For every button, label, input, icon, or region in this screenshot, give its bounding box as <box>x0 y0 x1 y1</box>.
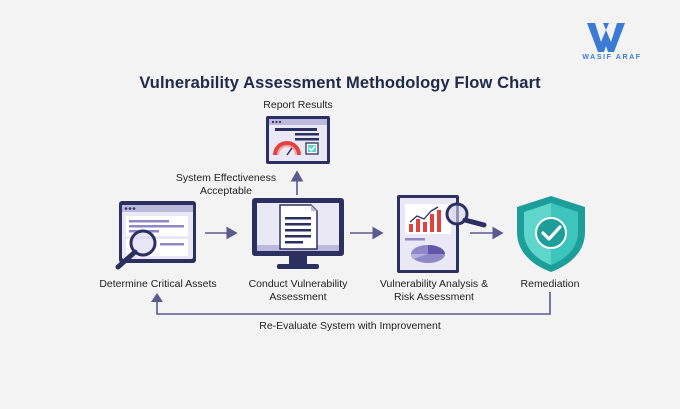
edge-label-effectiveness: System Effectiveness Acceptable <box>166 172 286 198</box>
w-logo-icon <box>587 23 625 52</box>
loop-arrowhead <box>151 293 163 302</box>
node-label-determine: Determine Critical Assets <box>99 278 217 290</box>
brand-name: WASIF ARAF <box>582 54 642 61</box>
loop-line <box>156 292 551 315</box>
node-label-report: Report Results <box>263 99 333 111</box>
node-label-analysis-line2: Risk Assessment <box>394 291 474 303</box>
shield-check-icon <box>517 196 585 272</box>
edge-label-effectiveness-line1: System Effectiveness <box>175 172 277 184</box>
node-label-analysis: Vulnerability Analysis & Risk Assessment <box>364 278 504 304</box>
monitor-document-icon <box>252 198 344 269</box>
edge-label-effectiveness-line2: Acceptable <box>200 185 252 197</box>
document-magnifier-icon <box>115 201 196 270</box>
report-chart-magnifier-icon <box>397 195 487 273</box>
page-title: Vulnerability Assessment Methodology Flo… <box>139 74 541 92</box>
dashboard-gauge-icon <box>266 116 330 164</box>
node-label-conduct-line2: Assessment <box>269 291 327 303</box>
node-label-remediation: Remediation <box>520 278 580 290</box>
node-label-analysis-line1: Vulnerability Analysis & <box>379 278 489 290</box>
node-label-conduct-line1: Conduct Vulnerability <box>248 278 348 290</box>
edge-label-loop: Re-Evaluate System with Improvement <box>259 320 441 332</box>
node-label-conduct: Conduct Vulnerability Assessment <box>228 278 368 304</box>
